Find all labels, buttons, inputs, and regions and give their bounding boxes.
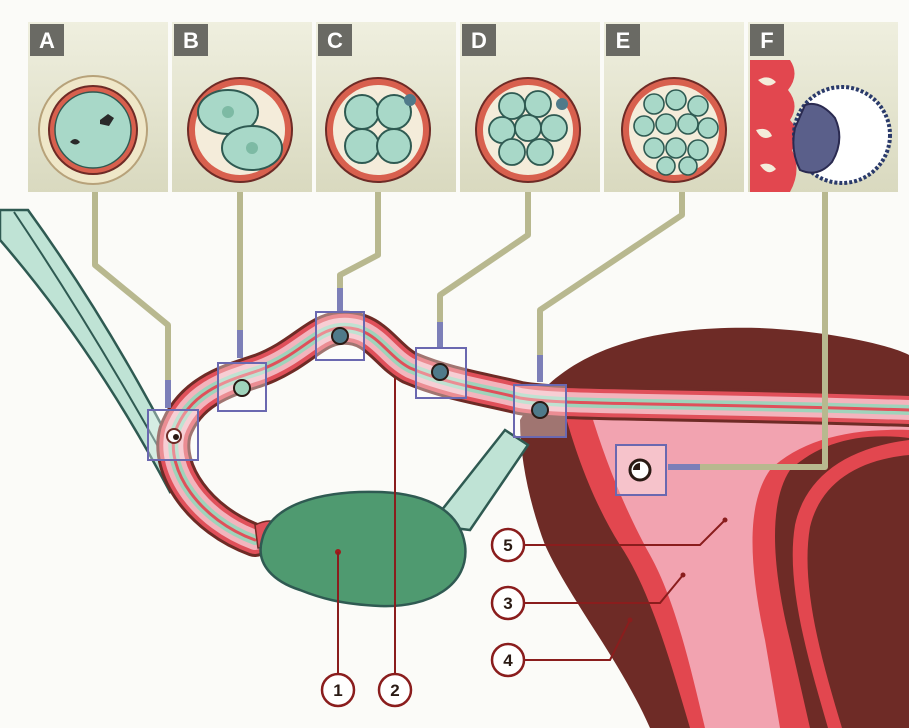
location-box-a xyxy=(147,409,199,461)
panel-f: F xyxy=(748,22,898,192)
panel-letter-c: C xyxy=(327,28,343,53)
label-2: 2 xyxy=(377,672,413,708)
panel-letter-b: B xyxy=(183,28,199,53)
location-box-d xyxy=(415,347,467,399)
implantation-icon xyxy=(750,60,892,192)
label-3: 3 xyxy=(490,585,526,621)
morula-icon xyxy=(621,77,727,183)
oocyte-icon xyxy=(38,75,148,185)
panel-e: E xyxy=(604,22,744,192)
connector-e xyxy=(537,192,685,382)
numbered-labels: 1 2 5 3 4 xyxy=(320,517,728,708)
svg-text:3: 3 xyxy=(503,594,512,613)
ovary xyxy=(259,490,467,608)
connector-c xyxy=(337,192,381,310)
location-box-b xyxy=(217,362,267,412)
panel-c: C xyxy=(316,22,456,192)
panel-a: A xyxy=(28,22,168,192)
connector-d xyxy=(437,192,531,347)
two-cell-embryo-icon xyxy=(187,77,293,183)
label-4: 4 xyxy=(490,642,526,678)
panel-b: B xyxy=(172,22,312,192)
uterine-cavity xyxy=(590,410,909,728)
svg-text:5: 5 xyxy=(503,536,512,555)
panel-letter-e: E xyxy=(616,28,631,53)
four-cell-embryo-icon xyxy=(325,77,431,183)
connectors xyxy=(92,192,828,470)
location-box-e xyxy=(513,384,567,438)
panel-letter-d: D xyxy=(471,28,487,53)
svg-text:2: 2 xyxy=(390,681,399,700)
tube-location-boxes xyxy=(147,311,667,496)
panel-d: D xyxy=(460,22,600,192)
connector-a xyxy=(92,192,171,408)
connector-f xyxy=(668,192,828,470)
svg-text:1: 1 xyxy=(333,681,342,700)
label-5: 5 xyxy=(490,527,526,563)
stage-panels: A B xyxy=(28,22,898,192)
eight-cell-embryo-icon xyxy=(475,77,581,183)
location-box-f xyxy=(615,444,667,496)
panel-letter-f: F xyxy=(760,28,773,53)
panel-letter-a: A xyxy=(39,28,55,53)
svg-text:4: 4 xyxy=(503,651,513,670)
label-lines xyxy=(337,378,726,680)
location-box-c xyxy=(315,311,365,361)
label-1: 1 xyxy=(320,672,356,708)
